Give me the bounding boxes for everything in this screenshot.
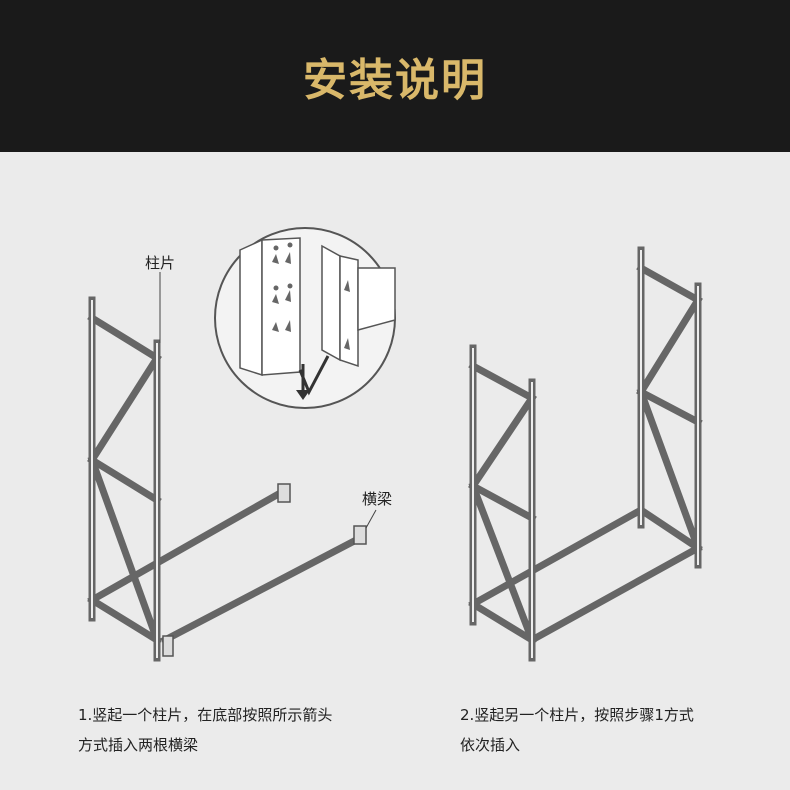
step2-rack-frame (468, 246, 703, 662)
detail-zoom-circle (214, 227, 396, 409)
beam-end-front (162, 635, 174, 657)
step2-caption-line2: 依次插入 (460, 736, 521, 754)
instruction-panel (0, 152, 790, 790)
beam-connector-back (277, 483, 291, 503)
beam-connector-front (353, 525, 367, 545)
step1-caption: 1.竖起一个柱片，在底部按照所示箭头 方式插入两根横梁 (78, 700, 332, 760)
step1-frame-inner (91, 300, 158, 658)
step2-caption: 2.竖起另一个柱片，按照步骤1方式 依次插入 (460, 700, 694, 760)
page-title: 安装说明 (303, 55, 487, 106)
post-label: 柱片 (145, 254, 176, 272)
step2-frame-inner (472, 250, 699, 658)
step1-caption-line1: 1.竖起一个柱片，在底部按照所示箭头 (78, 706, 333, 724)
step1-caption-line2: 方式插入两根横梁 (78, 736, 199, 754)
header-banner: 安装说明 (0, 0, 790, 152)
installation-illustration (87, 227, 703, 662)
beam-label: 横梁 (362, 490, 393, 508)
step2-caption-line1: 2.竖起另一个柱片，按照步骤1方式 (460, 706, 694, 724)
beam-leader-line (365, 509, 377, 529)
